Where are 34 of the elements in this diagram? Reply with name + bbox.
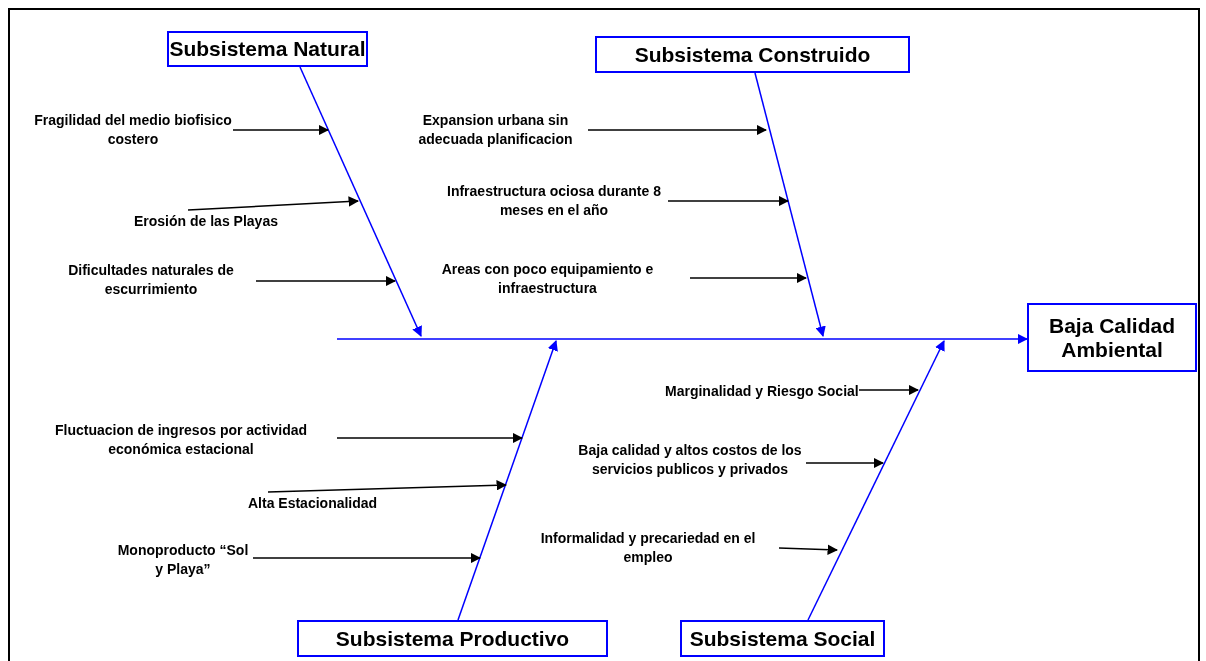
system-box: Subsistema Natural [167, 31, 368, 67]
cause-label: Infraestructura ociosa durante 8 meses en el año [440, 180, 668, 222]
cause-label: Alta Estacionalidad [248, 492, 378, 514]
cause-label: Marginalidad y Riesgo Social [665, 380, 859, 402]
cause-label: Areas con poco equipamiento e infraestructura [405, 258, 690, 300]
bone-arrow [807, 340, 945, 621]
cause-label: Dificultades naturales de escurrimiento [46, 258, 256, 302]
cause-label: Fluctuacion de ingresos por actividad económica estacional [25, 418, 337, 462]
cause-arrow [587, 124, 768, 136]
cause-arrow [667, 195, 790, 207]
bone-arrow [299, 66, 422, 337]
bone-arrow [457, 340, 558, 621]
cause-arrow [267, 480, 508, 493]
effect-box: Baja Calidad Ambiental [1027, 303, 1197, 372]
cause-arrow [858, 384, 920, 396]
cause-label: Baja calidad y altos costos de los servicios publicos y privados [574, 430, 806, 490]
cause-arrow [689, 272, 808, 284]
cause-label: Fragilidad del medio biofisico costero [33, 108, 233, 152]
cause-arrow [336, 432, 524, 444]
cause-arrow [778, 544, 839, 555]
bone-arrow [754, 72, 826, 337]
system-box: Subsistema Social [680, 620, 885, 657]
cause-label: Informalidad y precariedad en el empleo [517, 526, 779, 570]
cause-arrow [805, 457, 885, 469]
cause-arrow [255, 275, 397, 287]
cause-label: Monoproducto “Sol y Playa” [113, 538, 253, 582]
system-box: Subsistema Construido [595, 36, 910, 73]
cause-label: Erosión de las Playas [134, 210, 278, 232]
system-box: Subsistema Productivo [297, 620, 608, 657]
cause-arrow [252, 552, 482, 564]
cause-arrow [187, 196, 360, 211]
cause-arrow [232, 124, 330, 136]
cause-label: Expansion urbana sin adecuada planificacion [403, 98, 588, 162]
spine-arrow [336, 333, 1029, 345]
